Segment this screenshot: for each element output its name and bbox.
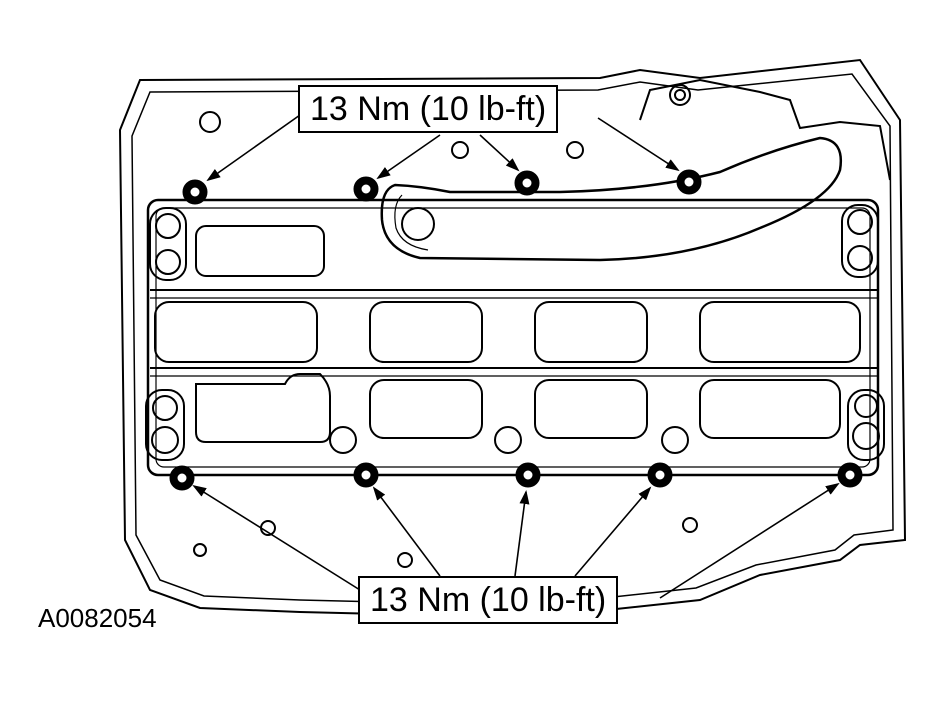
housing-boss-inner [674, 89, 686, 101]
dowel-hole [193, 543, 207, 557]
port-opening [195, 373, 331, 443]
port-opening [534, 301, 648, 363]
stud-nut-top-1 [182, 179, 208, 205]
leader-top-2 [376, 134, 441, 180]
dowel-hole [451, 141, 469, 159]
hex-bolt [494, 426, 522, 454]
dowel-hole [199, 111, 221, 133]
hex-bolt [661, 426, 689, 454]
dowel-hole [397, 552, 413, 568]
side-bolts-left-upper [149, 207, 187, 281]
leader-top-1 [206, 114, 301, 182]
egr-tube [380, 136, 843, 262]
egr-flange-hole [401, 207, 435, 241]
stud-nut-bottom-2 [353, 462, 379, 488]
dowel-hole [682, 517, 698, 533]
leader-bottom-2 [372, 486, 441, 577]
port-opening [699, 301, 861, 363]
stud-nut-bottom-1 [169, 465, 195, 491]
port-opening [534, 379, 648, 439]
leader-top-4 [597, 117, 680, 172]
stud-nut-top-4 [676, 169, 702, 195]
stud-nut-bottom-5 [837, 462, 863, 488]
stud-nut-bottom-3 [515, 462, 541, 488]
torque-callout-top: 13 Nm (10 lb-ft) [298, 85, 559, 133]
leader-bottom-1 [192, 484, 361, 591]
stud-nut-top-2 [353, 176, 379, 202]
side-bolts-right-upper [841, 204, 879, 278]
housing-boss [669, 84, 691, 106]
figure-id: A0082054 [38, 603, 157, 633]
torque-callout-bottom: 13 Nm (10 lb-ft) [358, 576, 619, 624]
leader-bottom-5 [659, 482, 840, 599]
stud-nut-bottom-4 [647, 462, 673, 488]
port-opening [699, 379, 841, 439]
side-bolts-left-lower [145, 389, 185, 461]
port-opening [195, 225, 325, 277]
leader-bottom-4 [574, 486, 652, 577]
port-opening [154, 301, 318, 363]
egr-tube-edge [394, 194, 429, 251]
gasket-plate [146, 198, 880, 477]
block-outline [118, 58, 907, 616]
leader-bottom-3 [514, 490, 530, 577]
stud-nut-top-3 [514, 170, 540, 196]
port-opening [369, 379, 483, 439]
dowel-hole [566, 141, 584, 159]
port-opening [369, 301, 483, 363]
upper-housing [639, 78, 891, 181]
hex-bolt [329, 426, 357, 454]
side-bolts-right-lower [847, 389, 885, 461]
block-outline-inner [131, 73, 894, 604]
leader-top-3 [479, 134, 520, 172]
